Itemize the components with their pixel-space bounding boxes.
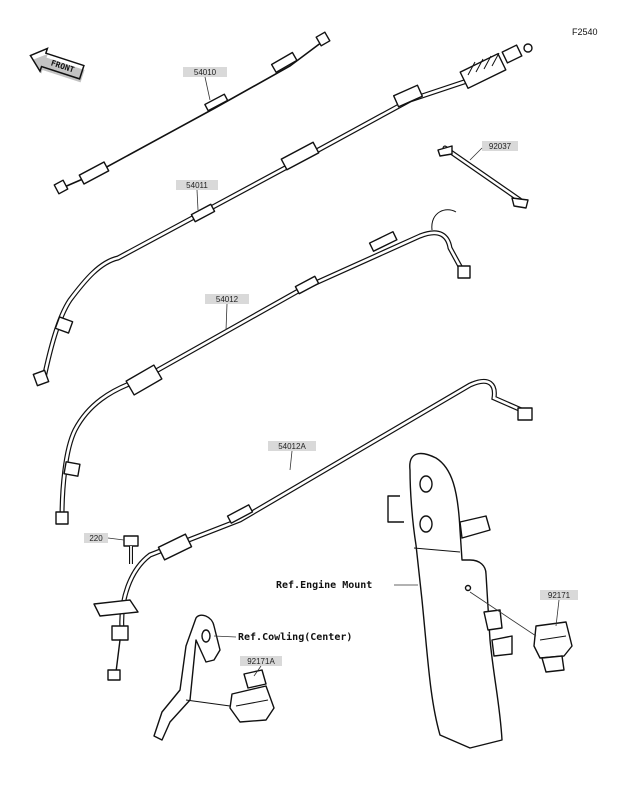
part-label-54011[interactable]: 54011 <box>186 181 208 190</box>
part-label-54012A[interactable]: 54012A <box>278 442 306 451</box>
cable-54011[interactable] <box>32 43 533 387</box>
clamp-92171A[interactable] <box>229 669 275 723</box>
ref-engine-mount: Ref.Engine Mount <box>276 579 372 591</box>
part-tag-bg <box>268 441 316 451</box>
part-tag-bg <box>482 141 518 151</box>
part-label-92171A[interactable]: 92171A <box>247 657 275 666</box>
cable-54012[interactable] <box>55 209 471 525</box>
part-tag-bg <box>540 590 578 600</box>
part-label-220[interactable]: 220 <box>89 534 103 543</box>
front-arrow-icon: FRONT <box>29 47 85 83</box>
clamp-92171[interactable] <box>533 621 573 673</box>
part-tag-bg <box>205 294 249 304</box>
part-label-92037[interactable]: 92037 <box>489 142 512 151</box>
cable-54012A[interactable] <box>93 378 533 681</box>
ref-cowling: Ref.Cowling(Center) <box>238 631 352 643</box>
figure-code: F2540 <box>572 27 598 37</box>
part-tag-bg <box>240 656 282 666</box>
cowling-bracket <box>153 614 231 741</box>
part-label-54010[interactable]: 54010 <box>194 68 217 77</box>
engine-mount <box>387 452 513 749</box>
part-label-92171[interactable]: 92171 <box>548 591 571 600</box>
part-tag-bg <box>176 180 218 190</box>
rod-92037[interactable] <box>437 145 529 209</box>
part-label-54012[interactable]: 54012 <box>216 295 239 304</box>
part-tag-bg <box>183 67 227 77</box>
part-tag-bg <box>84 533 108 543</box>
cable-54010[interactable] <box>53 31 331 195</box>
bolt-220[interactable] <box>123 535 139 564</box>
